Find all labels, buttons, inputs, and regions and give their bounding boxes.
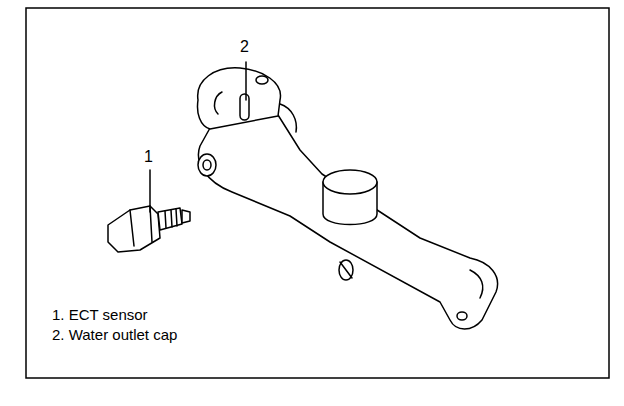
- callout-number: 2: [240, 38, 249, 56]
- legend-text: 2. Water outlet cap: [52, 326, 177, 343]
- callout-number: 1: [144, 148, 153, 166]
- legend-text: 1. ECT sensor: [52, 306, 148, 323]
